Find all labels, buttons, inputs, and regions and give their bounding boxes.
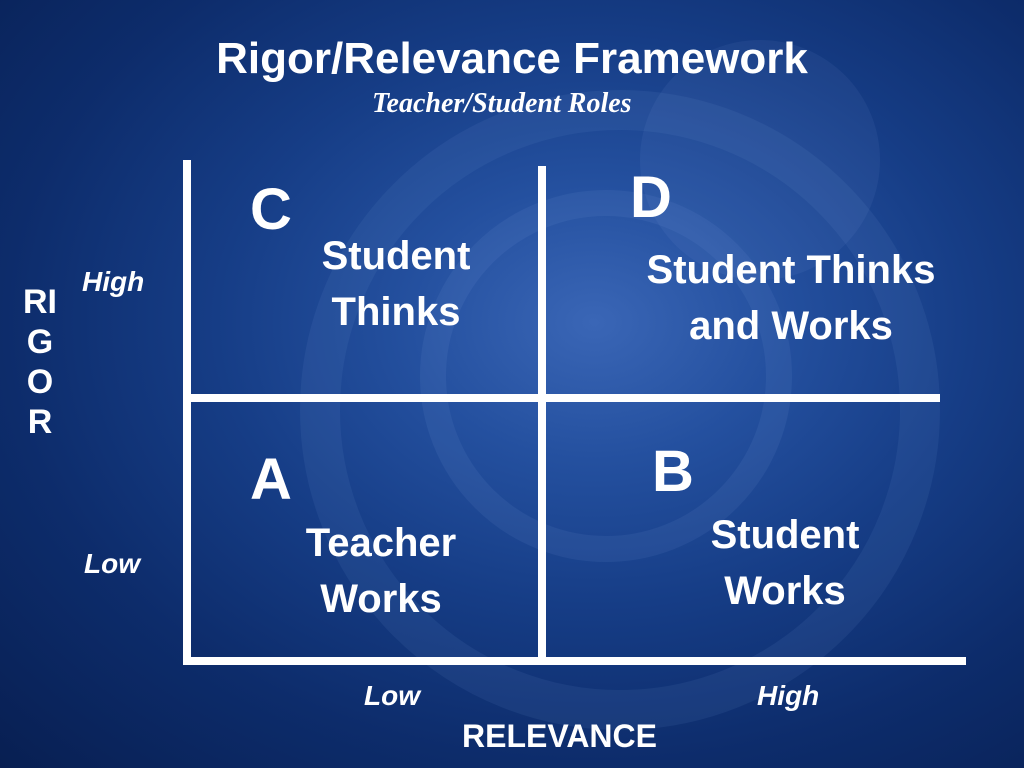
quadrant-b-label: Student Works bbox=[684, 507, 886, 619]
quadrant-d-line1: Student Thinks bbox=[646, 248, 936, 292]
quadrant-a-line1: Teacher bbox=[305, 521, 457, 565]
quadrant-c-letter: C bbox=[250, 177, 292, 242]
quadrant-d-line2: and Works bbox=[689, 304, 893, 348]
quadrant-c-line1: Student bbox=[321, 234, 471, 278]
quadrant-b-letter: B bbox=[652, 439, 694, 504]
quadrant-a-letter: A bbox=[250, 447, 292, 512]
quadrant-b-line2: Works bbox=[724, 569, 846, 613]
quadrant-a-label: Teacher Works bbox=[280, 515, 482, 627]
quadrant-b-line1: Student bbox=[710, 513, 860, 557]
quadrant-c-label: Student Thinks bbox=[296, 228, 496, 340]
quadrant-a-line2: Works bbox=[320, 577, 442, 621]
quadrant-d-letter: D bbox=[630, 165, 672, 230]
relevance-high-label: High bbox=[757, 680, 820, 711]
quadrant-c-line2: Thinks bbox=[331, 290, 461, 334]
slide-subtitle: Teacher/Student Roles bbox=[372, 88, 632, 119]
slide-title: Rigor/Relevance Framework bbox=[216, 34, 808, 83]
quadrant-d-label: Student Thinks and Works bbox=[608, 242, 974, 354]
relevance-axis-title: RELEVANCE bbox=[462, 718, 657, 754]
rigor-high-label: High bbox=[82, 266, 145, 297]
relevance-low-label: Low bbox=[364, 680, 420, 711]
rigor-axis-title: RIGOR bbox=[23, 283, 57, 441]
rigor-low-label: Low bbox=[84, 548, 140, 579]
